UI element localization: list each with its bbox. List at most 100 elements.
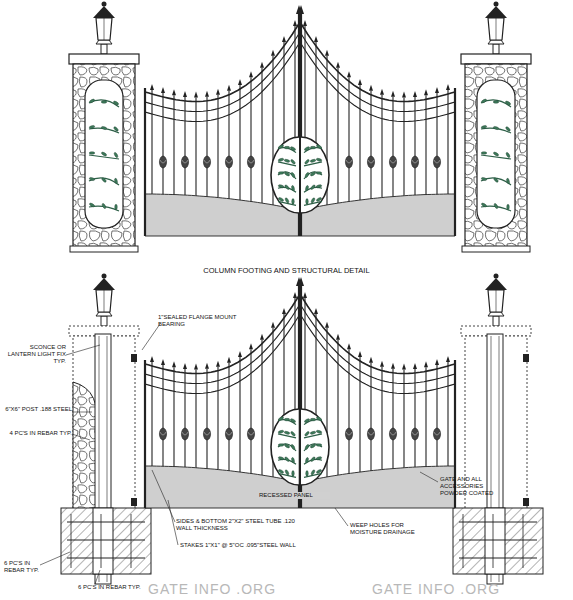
leaf bbox=[310, 184, 316, 190]
finial bbox=[172, 89, 176, 95]
finial bbox=[238, 79, 242, 85]
gate-leaf bbox=[298, 5, 455, 236]
leaf bbox=[481, 152, 487, 155]
vine bbox=[304, 172, 322, 179]
picket bbox=[436, 93, 437, 194]
ornament bbox=[345, 428, 352, 440]
drawing-stroke bbox=[204, 432, 210, 435]
picket bbox=[261, 340, 262, 475]
watermark: GATE INFO .ORG bbox=[372, 581, 512, 597]
leaf bbox=[310, 443, 316, 448]
rail bbox=[145, 42, 300, 122]
picket bbox=[173, 367, 174, 466]
section-title: COLUMN FOOTING AND STRUCTURAL DETAIL bbox=[0, 266, 573, 275]
lantern bbox=[488, 290, 504, 312]
rebar bbox=[459, 540, 537, 541]
ornament bbox=[181, 156, 188, 168]
finial bbox=[183, 363, 187, 369]
picket bbox=[195, 98, 196, 196]
drawing-stroke bbox=[182, 432, 188, 435]
lamp-post bbox=[493, 44, 499, 54]
leaf bbox=[493, 151, 499, 156]
finial bbox=[282, 308, 286, 314]
leaf bbox=[89, 177, 95, 181]
finial bbox=[249, 343, 253, 349]
finial bbox=[380, 89, 384, 95]
finial bbox=[358, 79, 362, 85]
stone-pillar bbox=[73, 64, 135, 248]
ornament bbox=[225, 156, 232, 168]
finial bbox=[161, 87, 165, 93]
callout-note: RECESSED PANEL bbox=[258, 492, 330, 499]
leaf bbox=[284, 431, 290, 435]
finial bbox=[413, 363, 417, 369]
recessed-panel bbox=[300, 466, 455, 508]
flange-bearing bbox=[523, 498, 529, 506]
rebar bbox=[131, 514, 132, 568]
finial bbox=[172, 361, 176, 367]
leaf bbox=[101, 126, 107, 130]
ornament bbox=[389, 156, 396, 168]
finial bbox=[369, 85, 373, 91]
leaf bbox=[89, 98, 95, 103]
leaf bbox=[506, 178, 510, 184]
leaf bbox=[284, 197, 289, 203]
finial bbox=[150, 84, 154, 90]
leaf bbox=[493, 203, 498, 209]
rail bbox=[145, 304, 300, 384]
lantern-roof bbox=[485, 278, 507, 290]
picket bbox=[184, 97, 185, 195]
picket bbox=[403, 370, 404, 468]
leaf bbox=[292, 471, 295, 477]
leaf bbox=[505, 100, 511, 105]
leaf bbox=[316, 158, 322, 162]
finial bbox=[183, 91, 187, 97]
finial bbox=[435, 359, 439, 365]
leaf bbox=[115, 204, 118, 210]
leaf bbox=[481, 98, 487, 103]
finial bbox=[402, 92, 406, 98]
ornament bbox=[225, 428, 232, 440]
leaf bbox=[278, 144, 284, 149]
lantern-knob bbox=[102, 274, 107, 279]
rebar bbox=[523, 514, 524, 568]
leaf bbox=[304, 146, 310, 151]
drawing-stroke bbox=[248, 160, 254, 163]
drawing-stroke bbox=[412, 432, 418, 435]
finial bbox=[260, 62, 264, 68]
finial bbox=[380, 361, 384, 367]
leaf bbox=[316, 416, 322, 421]
callout-note: SIDES & BOTTOM 2"X2" STEEL TUBE .120 WAL… bbox=[176, 518, 296, 532]
leaf bbox=[304, 431, 310, 437]
lantern-knob bbox=[102, 2, 107, 7]
finial bbox=[435, 87, 439, 93]
hinge-stile bbox=[454, 88, 456, 236]
vine bbox=[89, 178, 119, 185]
leaf bbox=[278, 416, 284, 421]
leaf bbox=[493, 177, 499, 183]
pillar-cap bbox=[69, 54, 139, 64]
finial bbox=[314, 36, 318, 42]
leaf bbox=[310, 456, 316, 462]
drawing-stroke bbox=[368, 432, 374, 435]
rebar bbox=[463, 514, 464, 568]
picket bbox=[250, 349, 251, 473]
drawing-stroke bbox=[412, 160, 418, 163]
ornament bbox=[203, 156, 210, 168]
finial bbox=[424, 89, 428, 95]
drawing-stroke bbox=[226, 160, 232, 163]
rebar bbox=[71, 514, 72, 568]
leaf bbox=[292, 199, 295, 205]
lantern-knob bbox=[494, 2, 499, 7]
lamp-post bbox=[101, 316, 107, 326]
callout-note: 6 PC'S IN REBAR TYP. bbox=[4, 560, 44, 574]
finial bbox=[446, 356, 450, 362]
picket bbox=[261, 68, 262, 203]
leaf bbox=[278, 430, 284, 434]
picket bbox=[151, 362, 152, 466]
leaf bbox=[304, 159, 310, 165]
drawing-stroke bbox=[434, 160, 440, 163]
picket bbox=[447, 362, 448, 466]
hinge-stile bbox=[144, 360, 146, 508]
leaf bbox=[284, 146, 290, 149]
